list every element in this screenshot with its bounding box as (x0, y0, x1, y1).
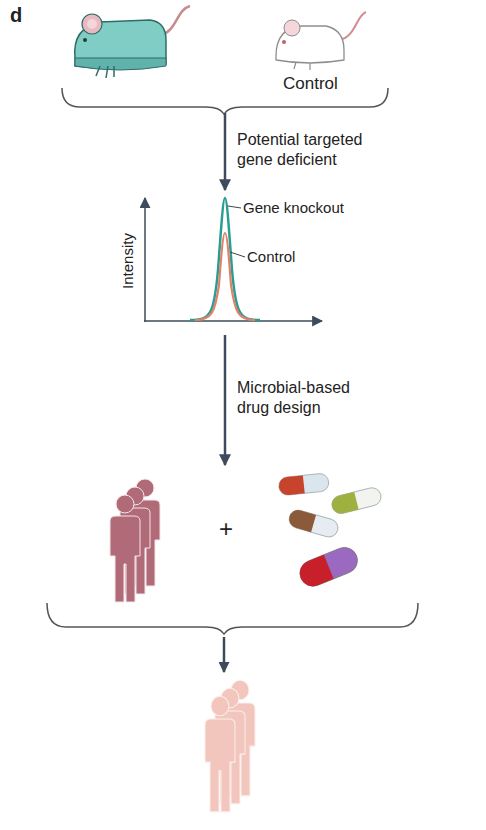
mouse-ear-inner (87, 19, 97, 29)
outcome-arrow (223, 637, 226, 672)
mouse-eye (282, 40, 286, 44)
mouse-ear (284, 20, 300, 36)
flow-arrow (224, 113, 227, 190)
group-bracket (47, 603, 418, 634)
arrow-label: Microbial-based drug design (237, 378, 382, 418)
treated-group (205, 680, 255, 812)
group-bracket (62, 88, 388, 114)
y-axis (144, 198, 146, 322)
chart-panel: IntensityGene knockoutControl (115, 190, 335, 335)
leader-line (230, 252, 245, 257)
mouse-eye (83, 38, 87, 42)
knockout-mouse (75, 6, 190, 78)
treated-figure (205, 696, 235, 812)
arrow-label: Potential targeted gene deficient (237, 130, 382, 170)
flow-arrow (224, 335, 227, 465)
node-text: Control (283, 74, 373, 94)
leader-line (228, 206, 241, 208)
patient-group (110, 479, 160, 602)
mouse-base (75, 58, 166, 70)
x-axis (144, 320, 322, 322)
mouse-feet (294, 62, 310, 70)
panel-letter: d (10, 4, 22, 27)
node-text: Gene knockout (243, 199, 358, 217)
treatment-group: + (32, 465, 418, 635)
mouse-feet (96, 66, 114, 78)
axis-label: Intensity (119, 221, 137, 301)
mouse-tail (340, 12, 366, 40)
capsule (278, 473, 330, 496)
patient-figure (110, 495, 140, 602)
mouse-ear (82, 14, 102, 34)
control-peak (195, 233, 255, 320)
capsule (330, 486, 383, 516)
capsule (296, 544, 361, 591)
capsule (287, 508, 340, 539)
node-text: + (214, 515, 238, 544)
mouse-group: Control (55, 8, 395, 113)
node-text: Control (247, 248, 337, 266)
control-mouse (276, 12, 366, 70)
